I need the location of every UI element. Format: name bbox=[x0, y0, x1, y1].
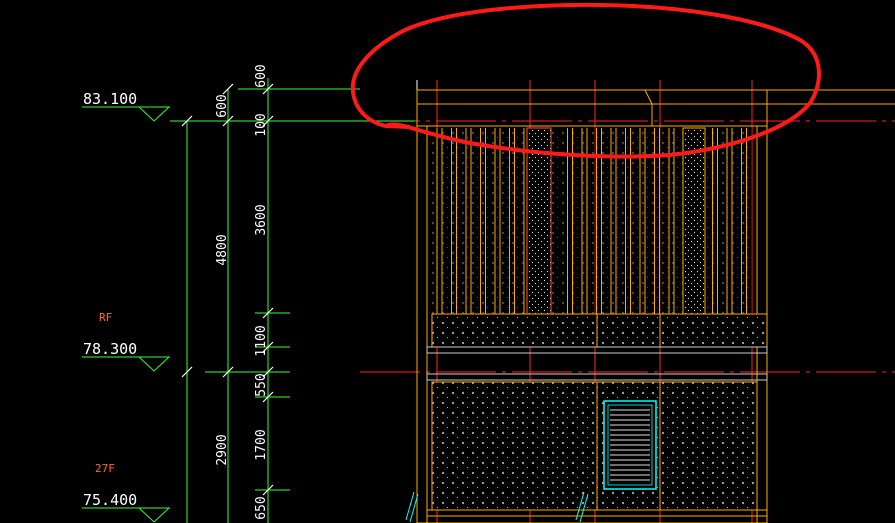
elevation-value: 83.100 bbox=[83, 90, 137, 108]
elevation-value: 75.400 bbox=[83, 491, 137, 509]
dim-inner-1100: 1100 bbox=[254, 325, 269, 356]
dim-outer-4800: 4800 bbox=[215, 234, 230, 265]
dimension-chains bbox=[170, 78, 415, 523]
dim-inner-1700: 1700 bbox=[254, 429, 269, 460]
railings bbox=[405, 491, 589, 523]
dim-inner-550: 550 bbox=[254, 373, 269, 396]
dim-outer-2900: 2900 bbox=[215, 434, 230, 465]
dim-middle-600: 600 bbox=[215, 94, 230, 117]
dim-inner-100: 100 bbox=[254, 113, 269, 136]
floor-label-27f: 27F bbox=[95, 462, 115, 475]
elevation-mark-83100: 83.100 bbox=[82, 90, 170, 122]
parapet-slats bbox=[432, 127, 752, 326]
floor-label-rf: RF bbox=[99, 311, 112, 324]
louvre-window bbox=[603, 400, 657, 490]
elevation-mark-75400: 27F 75.400 bbox=[82, 462, 170, 523]
elevation-mark-78300: RF 78.300 bbox=[82, 311, 170, 372]
dim-inner-650: 650 bbox=[254, 496, 269, 519]
dim-inner-3600: 3600 bbox=[254, 204, 269, 235]
lower-wall bbox=[427, 381, 767, 517]
markup-cloud[interactable] bbox=[350, 2, 821, 159]
dim-inner-600: 600 bbox=[254, 64, 269, 87]
beam-band bbox=[426, 313, 768, 381]
elevation-value: 78.300 bbox=[83, 340, 137, 358]
